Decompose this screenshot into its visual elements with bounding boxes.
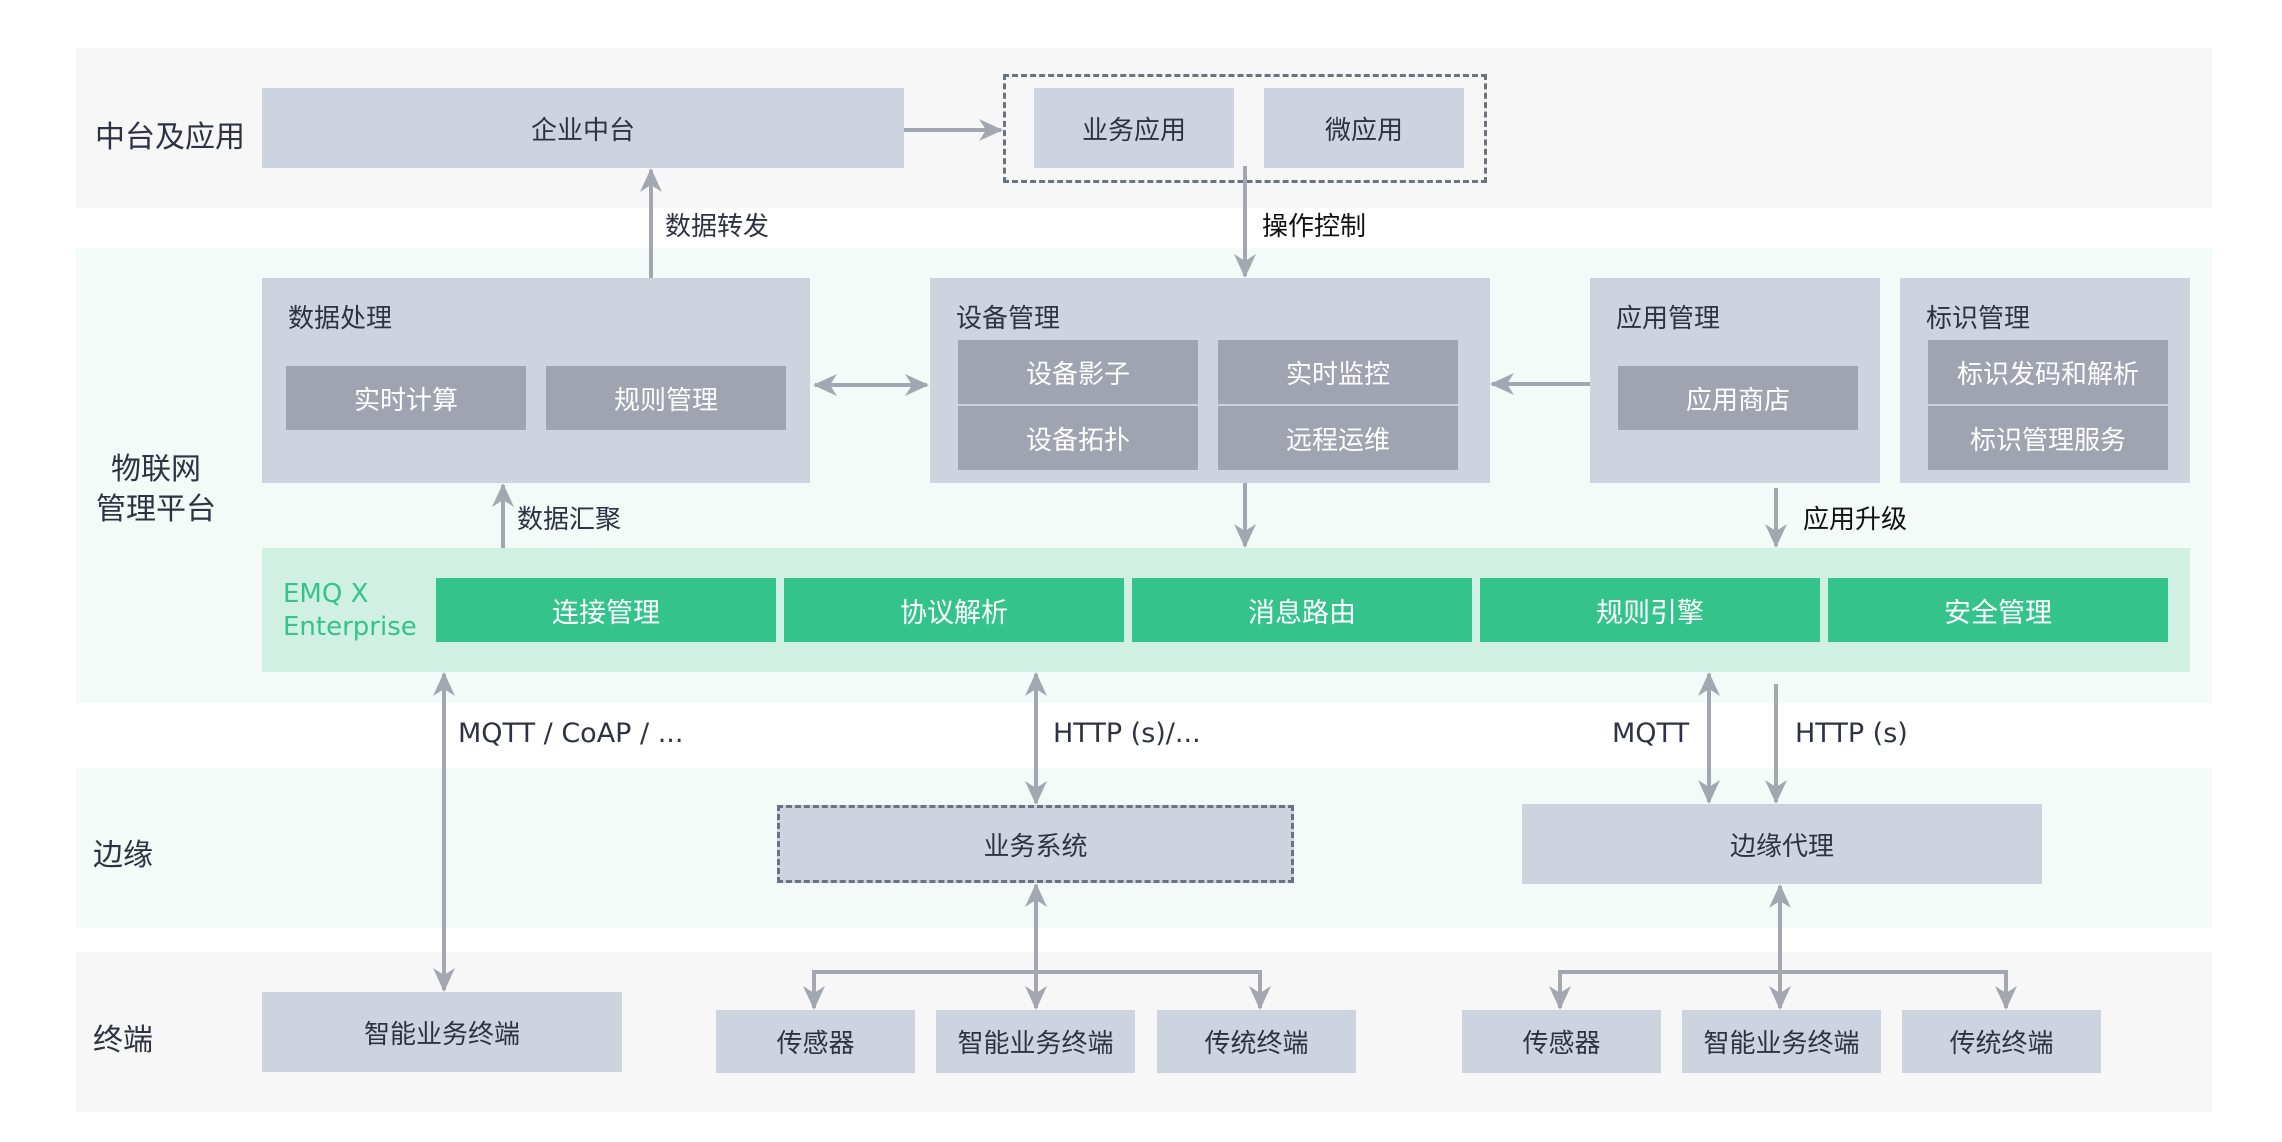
- emqx-module-routing[interactable]: 消息路由: [1132, 578, 1472, 642]
- branch-edge-right: [1780, 970, 2017, 1010]
- edge-agent[interactable]: 边缘代理: [1522, 804, 2042, 884]
- branch-edge-left: [1549, 970, 1780, 1010]
- emqx-name: EMQ X Enterprise: [283, 578, 417, 644]
- remote-operations[interactable]: 远程运维: [1218, 406, 1458, 470]
- label-protocol-middle: HTTP (s)/...: [1053, 718, 1201, 749]
- micro-app[interactable]: 微应用: [1264, 88, 1464, 168]
- id-issuing-resolution[interactable]: 标识发码和解析: [1928, 340, 2168, 404]
- id-management-service[interactable]: 标识管理服务: [1928, 406, 2168, 470]
- app-management-title: 应用管理: [1616, 304, 1721, 334]
- smart-terminal-direct[interactable]: 智能业务终端: [262, 992, 622, 1072]
- layer-label-iot-line1: 物联网: [111, 452, 201, 487]
- emqx-name-line2: Enterprise: [283, 612, 417, 642]
- sensor-edge[interactable]: 传感器: [1462, 1010, 1661, 1073]
- emqx-module-connection[interactable]: 连接管理: [436, 578, 776, 642]
- rule-management[interactable]: 规则管理: [546, 366, 786, 430]
- legacy-terminal-edge[interactable]: 传统终端: [1902, 1010, 2101, 1073]
- sensor-business[interactable]: 传感器: [716, 1010, 915, 1073]
- emqx-name-line1: EMQ X: [283, 579, 369, 609]
- legacy-terminal-business[interactable]: 传统终端: [1157, 1010, 1356, 1073]
- label-app-upgrade: 应用升级: [1803, 505, 1908, 535]
- device-management-title: 设备管理: [956, 304, 1061, 334]
- device-topology[interactable]: 设备拓扑: [958, 406, 1198, 470]
- layer-label-terminal: 终端: [93, 1023, 153, 1058]
- business-system[interactable]: 业务系统: [777, 805, 1294, 883]
- app-store[interactable]: 应用商店: [1618, 366, 1858, 430]
- emqx-module-security[interactable]: 安全管理: [1828, 578, 2168, 642]
- business-app[interactable]: 业务应用: [1034, 88, 1234, 168]
- label-protocol-right-mqtt: MQTT: [1612, 718, 1690, 749]
- label-data-forward: 数据转发: [665, 212, 770, 242]
- realtime-monitoring[interactable]: 实时监控: [1218, 340, 1458, 404]
- emqx-module-protocol[interactable]: 协议解析: [784, 578, 1124, 642]
- id-management-title: 标识管理: [1926, 304, 2031, 334]
- layer-label-edge: 边缘: [93, 838, 153, 873]
- smart-terminal-edge[interactable]: 智能业务终端: [1682, 1010, 1881, 1073]
- device-shadow[interactable]: 设备影子: [958, 340, 1198, 404]
- label-data-aggregation: 数据汇聚: [517, 505, 622, 535]
- layer-label-iot-line2: 管理平台: [96, 492, 216, 527]
- label-protocol-left: MQTT / CoAP / ...: [458, 718, 684, 749]
- layer-label-platform: 中台及应用: [95, 120, 245, 155]
- data-processing-title: 数据处理: [288, 304, 393, 334]
- smart-terminal-business[interactable]: 智能业务终端: [936, 1010, 1135, 1073]
- emqx-module-rule-engine[interactable]: 规则引擎: [1480, 578, 1820, 642]
- label-operation-control: 操作控制: [1262, 212, 1367, 242]
- branch-business-left: [803, 970, 1036, 1010]
- enterprise-middle-platform[interactable]: 企业中台: [262, 88, 904, 168]
- branch-business-right: [1036, 970, 1271, 1010]
- label-protocol-right-http: HTTP (s): [1795, 718, 1908, 749]
- realtime-compute[interactable]: 实时计算: [286, 366, 526, 430]
